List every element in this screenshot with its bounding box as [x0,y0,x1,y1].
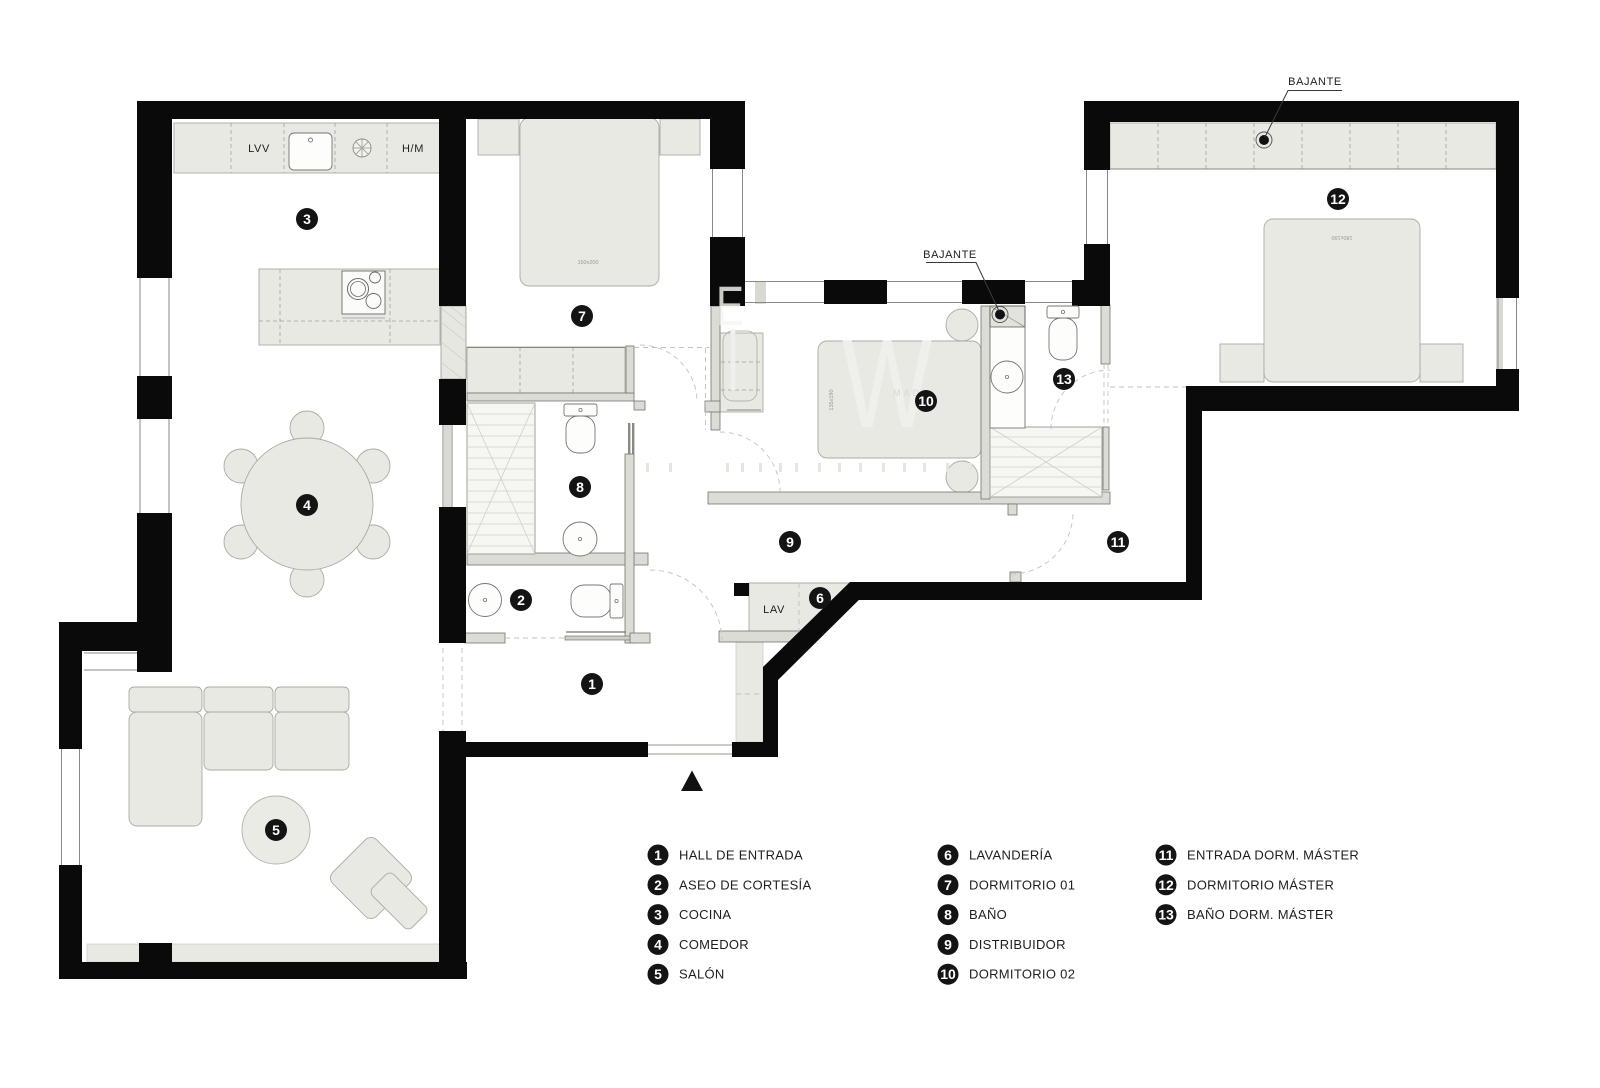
svg-text:W: W [842,313,932,454]
svg-text:COCINA: COCINA [679,907,731,922]
svg-text:3: 3 [654,907,662,923]
svg-text:5: 5 [272,822,280,838]
svg-text:7: 7 [578,308,586,324]
svg-text:H/M: H/M [402,143,424,155]
svg-text:6: 6 [816,590,824,606]
svg-text:160x200: 160x200 [577,260,598,266]
svg-text:2: 2 [517,592,525,608]
svg-text:BAÑO: BAÑO [969,907,1007,922]
svg-text:5: 5 [654,966,662,982]
svg-text:1: 1 [654,847,662,863]
svg-text:4: 4 [654,936,662,952]
svg-text:HALL DE ENTRADA: HALL DE ENTRADA [679,848,803,863]
svg-text:12: 12 [1330,191,1346,207]
svg-text:DORMITORIO 01: DORMITORIO 01 [969,877,1075,892]
svg-text:E: E [716,274,744,337]
svg-text:180x190: 180x190 [1331,234,1352,240]
svg-text:9: 9 [944,936,952,952]
svg-text:9: 9 [786,534,794,550]
svg-text:BAJANTE: BAJANTE [923,249,977,261]
svg-text:DISTRIBUIDOR: DISTRIBUIDOR [969,937,1066,952]
svg-text:135x190: 135x190 [829,389,835,410]
svg-text:1: 1 [588,676,596,692]
svg-text:4: 4 [303,497,311,513]
svg-text:3: 3 [303,211,311,227]
svg-text:2: 2 [654,877,662,893]
svg-text:10: 10 [940,966,956,982]
svg-text:11: 11 [1111,534,1126,550]
svg-text:W: W [842,313,932,454]
svg-text:11: 11 [1159,847,1174,863]
svg-text:SALÓN: SALÓN [679,967,725,982]
svg-text:8: 8 [576,479,584,495]
svg-text:LVV: LVV [248,143,270,155]
svg-text:I: I [726,310,740,409]
svg-text:6: 6 [944,847,952,863]
svg-text:DORMITORIO MÁSTER: DORMITORIO MÁSTER [1187,877,1334,892]
svg-text:13: 13 [1158,907,1174,923]
svg-text:8: 8 [944,907,952,923]
svg-text:LAV: LAV [763,604,785,616]
svg-text:BAÑO DORM. MÁSTER: BAÑO DORM. MÁSTER [1187,907,1334,922]
svg-text:7: 7 [944,877,952,893]
svg-text:LAVANDERÍA: LAVANDERÍA [969,848,1052,863]
svg-text:ASEO DE CORTESÍA: ASEO DE CORTESÍA [679,877,811,892]
svg-text:BAJANTE: BAJANTE [1288,76,1342,88]
svg-text:COMEDOR: COMEDOR [679,937,749,952]
svg-text:E: E [716,274,744,337]
svg-text:13: 13 [1056,371,1072,387]
svg-text:ENTRADA DORM. MÁSTER: ENTRADA DORM. MÁSTER [1187,848,1359,863]
svg-text:MAD: MAD [893,388,922,398]
svg-text:12: 12 [1158,877,1174,893]
svg-text:DORMITORIO 02: DORMITORIO 02 [969,967,1075,982]
svg-text:10: 10 [918,393,934,409]
svg-text:I: I [726,310,740,409]
